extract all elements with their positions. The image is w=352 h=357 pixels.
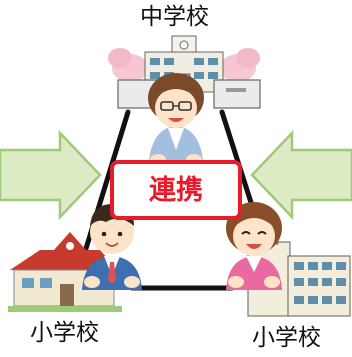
right-elementary-school-label: 小学校 [252, 325, 321, 351]
middle-school-label: 中学校 [140, 4, 209, 30]
collaboration-label: 連携 [149, 175, 203, 206]
left-arrow-icon [0, 129, 102, 221]
right-teacher-illustration [226, 202, 282, 290]
collaboration-badge: 連携 [110, 160, 242, 220]
right-arrow-icon [250, 129, 352, 221]
left-elementary-school-label: 小学校 [30, 320, 99, 346]
top-teacher-illustration [148, 73, 204, 170]
